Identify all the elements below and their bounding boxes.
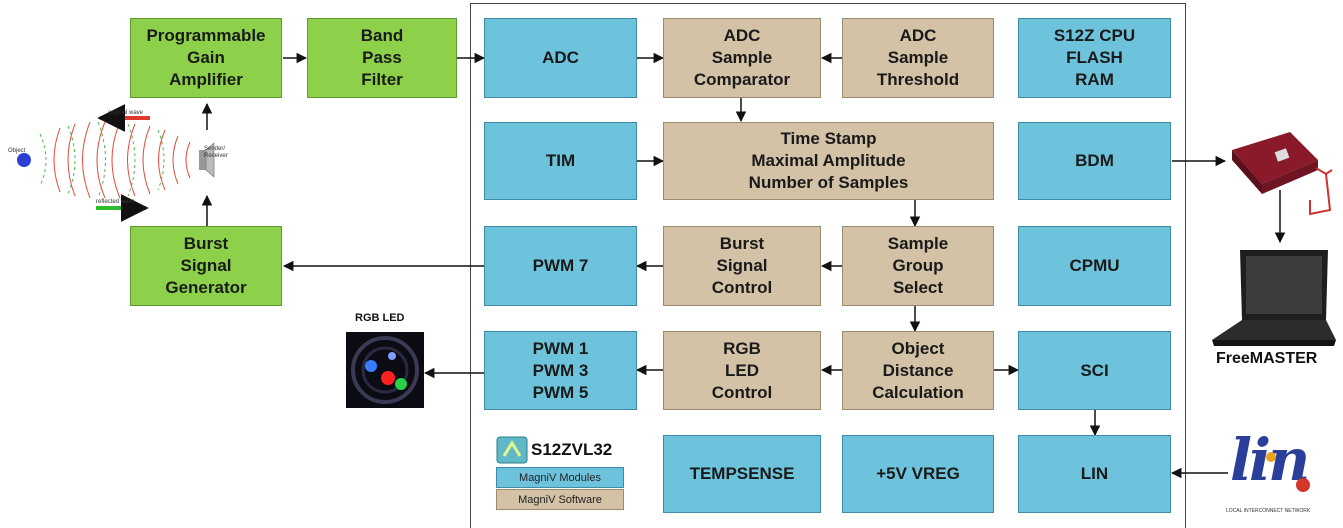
- adc-sample-comparator: ADC Sample Comparator: [663, 18, 821, 98]
- vreg-module: +5V VREG: [842, 435, 994, 513]
- cpu-flash-ram: S12Z CPU FLASH RAM: [1018, 18, 1171, 98]
- reflected-wave-label: reflected wave: [96, 199, 135, 205]
- cpmu-module: CPMU: [1018, 226, 1171, 306]
- time-stamp-block: Time Stamp Maximal Amplitude Number of S…: [663, 122, 994, 200]
- bdm-module: BDM: [1018, 122, 1171, 200]
- burst-signal-generator: Burst Signal Generator: [130, 226, 282, 306]
- programmable-gain-amplifier: Programmable Gain Amplifier: [130, 18, 282, 98]
- legend-magniv-modules: MagniV Modules: [496, 467, 624, 488]
- lin-logo-subtitle: LOCAL INTERCONNECT NETWORK: [1226, 508, 1311, 514]
- legend-magniv-software: MagniV Software: [496, 489, 624, 510]
- rgb-led-label: RGB LED: [355, 312, 405, 324]
- pwm7-module: PWM 7: [484, 226, 637, 306]
- chip-icon: [496, 436, 528, 464]
- burst-signal-control: Burst Signal Control: [663, 226, 821, 306]
- lin-logo: lin LOCAL INTERCONNECT NETWORK: [1226, 426, 1336, 518]
- sci-module: SCI: [1018, 331, 1171, 410]
- adc-module: ADC: [484, 18, 637, 98]
- laptop-image: [1212, 250, 1336, 346]
- object-distance-calculation: Object Distance Calculation: [842, 331, 994, 410]
- pwm135-module: PWM 1 PWM 3 PWM 5: [484, 331, 637, 410]
- chip-name: S12ZVL32: [531, 440, 613, 459]
- adc-sample-threshold: ADC Sample Threshold: [842, 18, 994, 98]
- debugger-image: [1232, 132, 1333, 216]
- rgb-led-image: [346, 332, 424, 408]
- sample-group-select: Sample Group Select: [842, 226, 994, 306]
- original-wave-label: original wave: [108, 110, 144, 116]
- freemaster-label: FreeMASTER: [1216, 350, 1318, 367]
- rgb-led-control: RGB LED Control: [663, 331, 821, 410]
- ultrasonic-illustration: [17, 104, 215, 222]
- sender-receiver-label: Sender/ Receiver: [204, 146, 228, 159]
- object-label: Object: [8, 148, 26, 154]
- tempsense-module: TEMPSENSE: [663, 435, 821, 513]
- band-pass-filter: Band Pass Filter: [307, 18, 457, 98]
- tim-module: TIM: [484, 122, 637, 200]
- lin-module: LIN: [1018, 435, 1171, 513]
